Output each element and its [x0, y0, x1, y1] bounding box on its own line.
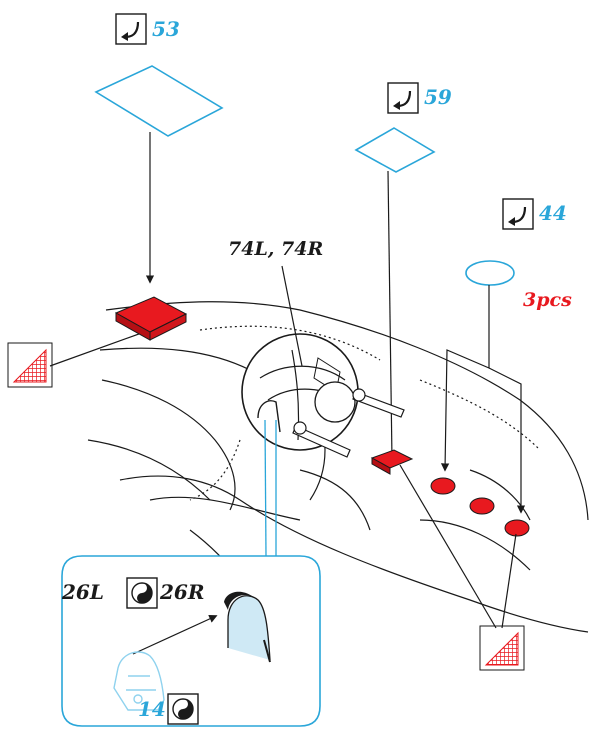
decal-53-label: 53: [152, 17, 180, 41]
yin-yang-icon: [126, 577, 158, 609]
paint-right-leader-a: [399, 464, 497, 629]
decal-44-callout: 44: [502, 198, 567, 230]
inset-part-14-label: 14: [138, 697, 166, 721]
decal-44-arrow-b: [488, 367, 526, 514]
yin-yang-icon: [167, 693, 199, 725]
paint-pattern-icon-right: [479, 625, 525, 671]
airframe-outline: [87, 301, 589, 641]
decal-apply-icon-box: [115, 13, 147, 45]
paint-left-leader: [49, 329, 151, 367]
decal-44-arrow-a: [440, 285, 490, 472]
decal-59-arrow: [387, 170, 397, 462]
decal-59-label: 59: [424, 85, 452, 109]
turret-leader: [281, 265, 303, 367]
inset-part-26l-label: 26L: [61, 580, 104, 604]
frame-part-14: [113, 651, 165, 711]
inset-assembly-arrow: [132, 614, 218, 655]
quantity-label: 3pcs: [523, 289, 572, 311]
red-discs: [430, 477, 530, 537]
turret-parts-label: 74L, 74R: [228, 238, 323, 260]
decal-53-sheet: [94, 65, 224, 137]
decal-44-disc: [465, 260, 515, 286]
paint-pattern-icon-left: [7, 342, 53, 388]
red-panel-53: [114, 296, 188, 341]
inset-part-26r-label: 26R: [159, 580, 204, 604]
decal-53-callout: 53: [115, 13, 180, 45]
decal-apply-icon-box: [502, 198, 534, 230]
red-panel-59: [370, 449, 414, 475]
canopy-part-26: [224, 591, 271, 663]
decal-apply-icon-box: [387, 82, 419, 114]
decal-44-label: 44: [539, 201, 567, 225]
turret-assembly: [241, 333, 405, 458]
detail-inset: [61, 419, 321, 727]
decal-59-callout: 59: [387, 82, 452, 114]
paint-right-leader-b: [501, 533, 517, 629]
decal-59-sheet: [354, 127, 436, 173]
